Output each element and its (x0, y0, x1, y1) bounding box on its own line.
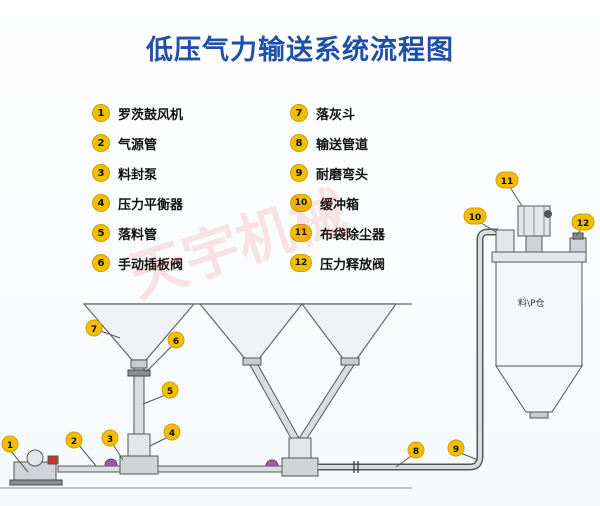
page-title: 低压气力输送系统流程图 (146, 35, 454, 66)
legend-label: 压力平衡器 (118, 197, 184, 213)
legend-label: 罗茨鼓风机 (118, 107, 184, 123)
legend-number-badge: 3 (92, 164, 110, 182)
legend-label: 气源管 (118, 137, 158, 153)
seal-pump (281, 457, 319, 477)
callout-10-text: 10 (469, 213, 482, 223)
drop-pipe (133, 367, 145, 435)
silo-label: 料\P仓 (518, 297, 544, 309)
legend-item: 12 压力释放阀 (290, 248, 385, 278)
legend-number-badge: 7 (290, 104, 308, 122)
callout-1-text: 1 (7, 441, 13, 451)
callout-3-text: 3 (107, 435, 113, 445)
callout-9-text: 9 (453, 445, 459, 455)
legend-label: 输送管道 (316, 137, 369, 153)
legend-label: 手动插板阀 (118, 257, 184, 273)
legend-item: 2 气源管 (92, 128, 183, 158)
pressure-balancer (288, 437, 312, 461)
callout-7-text: 7 (91, 325, 97, 335)
callout-9 (447, 439, 465, 457)
legend-label: 布袋除尘器 (320, 227, 386, 243)
ash-hopper-3 (300, 303, 398, 366)
callout-6-text: 6 (173, 337, 179, 347)
legend-label: 压力释放阀 (320, 257, 386, 273)
callout-2-text: 2 (71, 437, 77, 447)
callout-6 (167, 331, 185, 349)
callout-11-text: 11 (501, 177, 514, 187)
legend-label: 落灰斗 (316, 107, 356, 123)
legend-item: 8 输送管道 (290, 128, 385, 158)
legend-label: 料封泵 (118, 167, 158, 183)
legend-item: 3 料封泵 (92, 158, 183, 188)
drop-pipe (249, 364, 301, 441)
pressure-relief-valve (569, 232, 587, 253)
callout-12-text: 12 (577, 219, 590, 229)
callout-11 (495, 171, 519, 189)
legend-label: 耐磨弯头 (316, 167, 369, 183)
callout-5 (161, 381, 179, 399)
drop-pipe (297, 364, 355, 441)
callout-3 (101, 429, 119, 447)
legend-label: 缓冲箱 (320, 197, 360, 213)
callout-8-text: 8 (413, 447, 419, 457)
legend-item: 5 落料管 (92, 218, 183, 248)
legend-item: 6 手动插板阀 (92, 248, 183, 278)
silo (491, 251, 587, 419)
callout-badges: 1 2 3 4 5 6 7 8 9 10 11 12 (1, 171, 595, 459)
legend-number-badge: 10 (290, 194, 312, 212)
callout-7 (85, 319, 103, 337)
legend-item: 9 耐磨弯头 (290, 158, 385, 188)
legend-left: 1 罗茨鼓风机 2 气源管 3 料封泵 4 压力平衡器 5 落料管 6 手动插板阀 (92, 98, 183, 278)
callout-5-text: 5 (167, 387, 173, 397)
legend-number-badge: 12 (290, 254, 312, 272)
legend-number-badge: 1 (92, 104, 110, 122)
air-source-pipe (157, 465, 283, 473)
legend-item: 10 缓冲箱 (290, 188, 385, 218)
callout-4 (163, 423, 181, 441)
slide-gate-valve (127, 369, 151, 377)
bag-filter-dust-collector (517, 205, 552, 253)
seal-pump (119, 455, 159, 475)
legend-number-badge: 5 (92, 224, 110, 242)
legend-number-badge: 8 (290, 134, 308, 152)
legend-item: 7 落灰斗 (290, 98, 385, 128)
roots-blower (9, 449, 63, 486)
buffer-tank (495, 229, 515, 253)
callout-12 (571, 213, 595, 231)
legend-number-badge: 9 (290, 164, 308, 182)
legend-item: 1 罗茨鼓风机 (92, 98, 183, 128)
pressure-balancer (127, 433, 151, 459)
callout-4-text: 4 (169, 429, 175, 439)
legend-number-badge: 11 (290, 224, 312, 242)
callout-10 (463, 207, 487, 225)
callout-1 (1, 435, 19, 453)
ash-hopper-2 (198, 303, 304, 366)
legend-number-badge: 2 (92, 134, 110, 152)
legend-label: 落料管 (118, 227, 158, 243)
callout-8 (407, 441, 425, 459)
legend-item: 11 布袋除尘器 (290, 218, 385, 248)
legend-number-badge: 6 (92, 254, 110, 272)
legend-number-badge: 4 (92, 194, 110, 212)
callout-2 (65, 431, 83, 449)
legend-item: 4 压力平衡器 (92, 188, 183, 218)
legend-right: 7 落灰斗 8 输送管道 9 耐磨弯头 10 缓冲箱 11 布袋除尘器 12 压力释放阀 (290, 98, 385, 278)
air-source-pipe (57, 465, 121, 473)
